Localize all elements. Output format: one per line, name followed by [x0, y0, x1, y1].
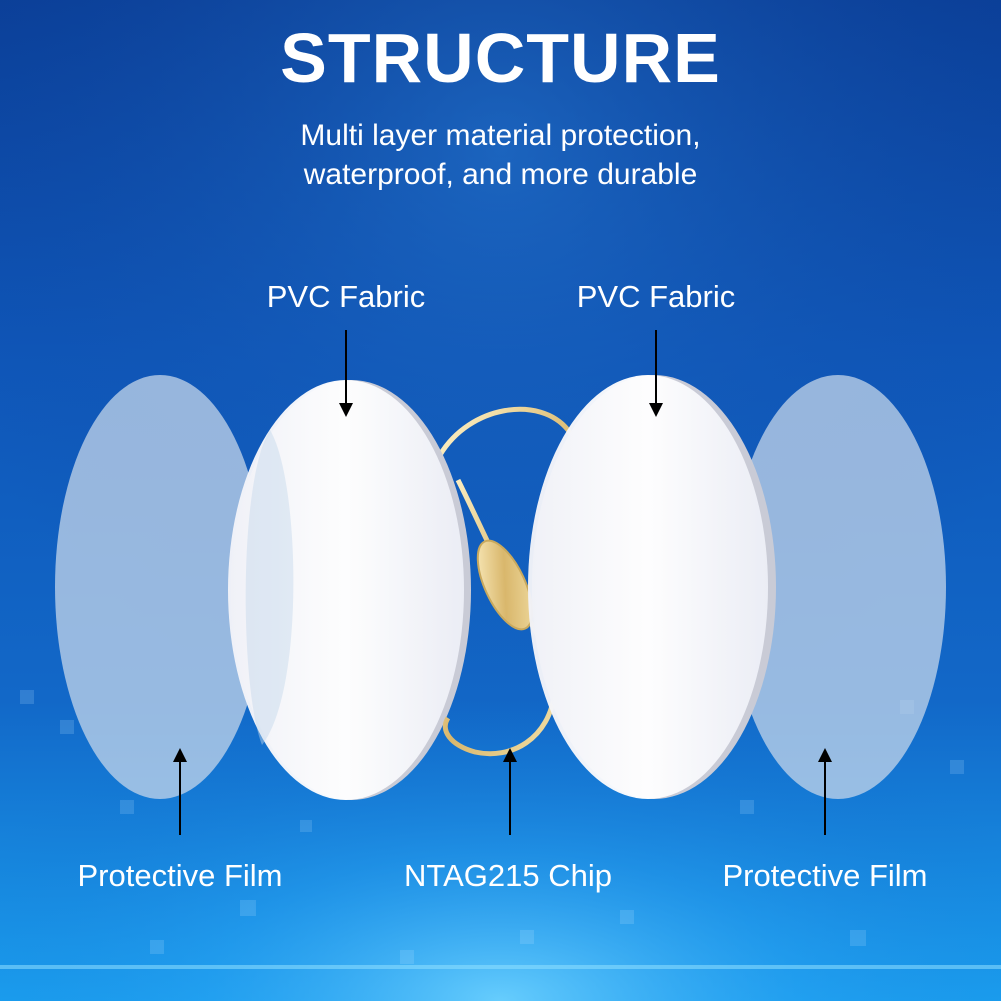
- label-protective-film-right: Protective Film: [722, 858, 928, 893]
- pvc-fabric-left-disc: [228, 380, 464, 800]
- subtitle-line-1: Multi layer material protection,: [300, 119, 701, 152]
- floor-light-line: [0, 965, 1001, 969]
- ntag215-chip: [476, 539, 534, 631]
- label-pvc-fabric-left: PVC Fabric: [266, 279, 426, 314]
- label-protective-film-left: Protective Film: [77, 858, 283, 893]
- label-ntag215-chip: NTAG215 Chip: [404, 858, 612, 893]
- protective-film-right-disc: [730, 375, 946, 799]
- subtitle-line-2: waterproof, and more durable: [303, 158, 698, 191]
- label-pvc-fabric-right: PVC Fabric: [576, 279, 736, 314]
- page-title: STRUCTURE: [280, 19, 721, 97]
- protective-film-left-disc: [55, 375, 265, 799]
- digital-grid-texture: [20, 690, 964, 964]
- film-overlap-left: [245, 430, 294, 745]
- pvc-fabric-right-disc: [528, 375, 768, 799]
